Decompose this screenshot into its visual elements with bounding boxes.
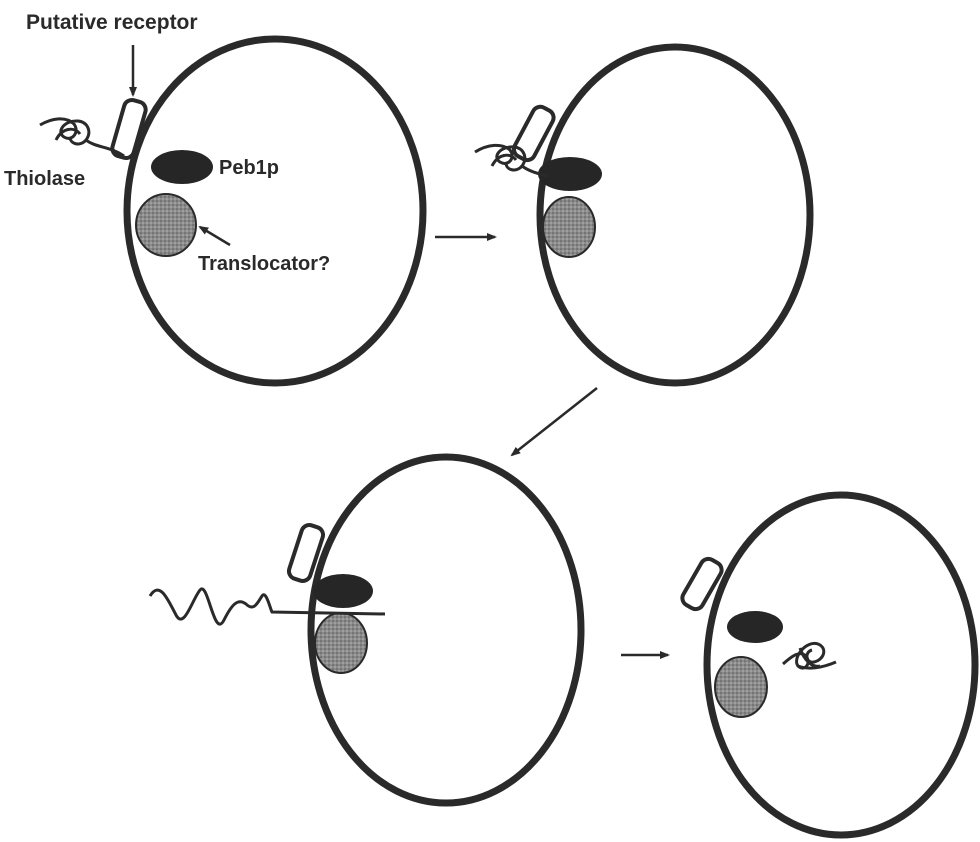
panel-4 bbox=[680, 491, 979, 839]
peb1p bbox=[538, 157, 602, 191]
thiolase-label: Thiolase bbox=[4, 168, 85, 190]
putative-receptor bbox=[286, 523, 326, 583]
translocator bbox=[542, 196, 596, 258]
panel-2 bbox=[474, 43, 814, 387]
step-arrow-2 bbox=[510, 387, 598, 457]
translocator bbox=[135, 193, 197, 257]
peroxisome-membrane bbox=[123, 35, 427, 387]
panel-3 bbox=[148, 453, 585, 807]
imported-folded-thiolase bbox=[782, 641, 837, 670]
putative-receptor bbox=[110, 97, 148, 161]
putative-receptor bbox=[680, 556, 724, 612]
peb1p bbox=[727, 611, 783, 643]
putative-receptor-label: Putative receptor bbox=[26, 11, 198, 34]
putative-receptor bbox=[511, 104, 556, 163]
peb1p-label: Peb1p bbox=[219, 157, 279, 179]
peb1p bbox=[313, 574, 373, 608]
panel-1: Putative receptor Thiolase Peb1p Translo… bbox=[4, 11, 427, 387]
folded-thiolase bbox=[474, 143, 549, 178]
translocator bbox=[314, 612, 368, 674]
peb1p bbox=[151, 150, 213, 184]
folded-thiolase bbox=[39, 117, 125, 158]
unfolded-thiolase bbox=[148, 587, 386, 626]
peroxisome-membrane bbox=[536, 43, 814, 387]
translocator bbox=[714, 656, 768, 718]
translocator-pointer-arrow bbox=[198, 225, 231, 247]
translocator-label: Translocator? bbox=[198, 253, 330, 275]
peroxisome-membrane bbox=[703, 491, 979, 839]
peroxisome-membrane bbox=[307, 453, 585, 807]
